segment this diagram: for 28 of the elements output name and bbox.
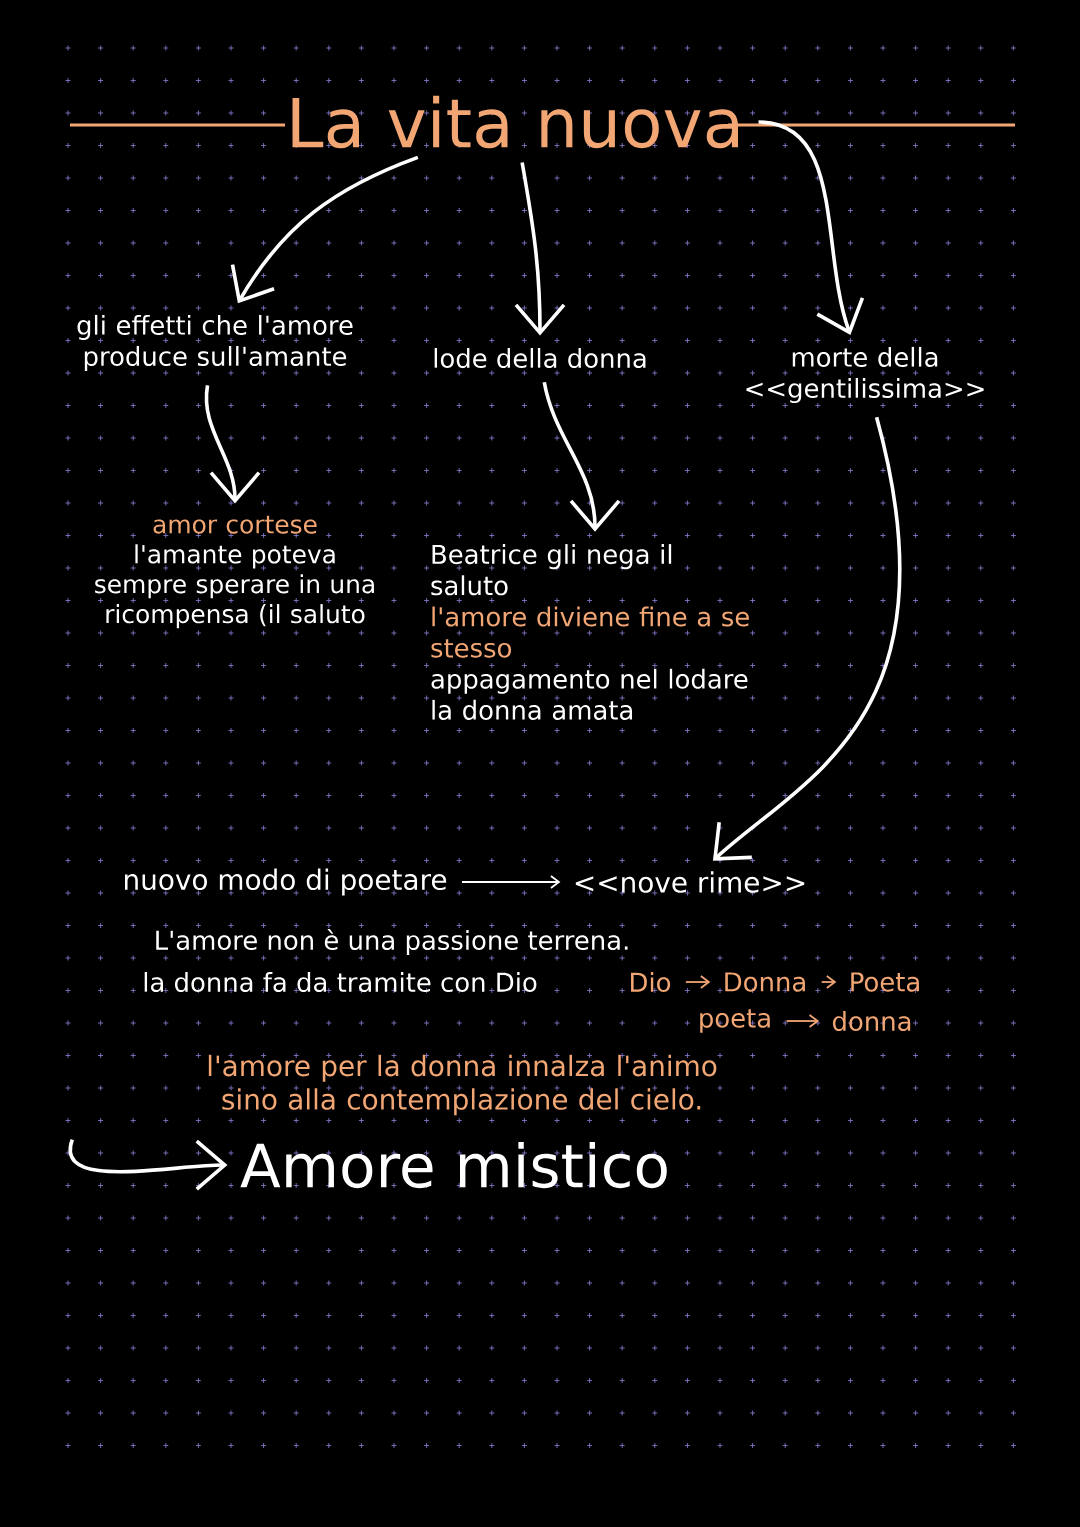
- arrow: [514, 162, 566, 336]
- flow-word: donna: [832, 1011, 911, 1032]
- arrow: [785, 1014, 820, 1028]
- note-text: amor cortese l'amante poteva sempre sperare in una ricompensa (il saluto: [95, 515, 374, 629]
- topic-text: gli effetti che l'amore produce sull'amante: [77, 314, 353, 372]
- arrow: [685, 975, 711, 989]
- arrow: [461, 875, 561, 889]
- note-text: Beatrice gli nega il saluto l'amore diviene fine a se stesso appagamento nel lodare la donna amata: [431, 544, 749, 720]
- heading-text: Amore mistico: [240, 1141, 667, 1189]
- topic-text: lode della donna: [434, 348, 646, 369]
- note-text: la donna fa da tramite con Dio: [144, 972, 537, 993]
- flow-word: Poeta: [851, 972, 919, 992]
- note-text: nuovo modo di poetare: [125, 868, 447, 896]
- note-text: l'amore per la donna innalza l'animo sino alla contemplazione del cielo.: [208, 1054, 717, 1116]
- arrow: [230, 155, 419, 304]
- arrow: [68, 1139, 228, 1191]
- arrow: [204, 385, 261, 504]
- flow-word: Dio: [631, 972, 671, 993]
- note-text: L'amore non è una passione terrena.: [156, 928, 628, 956]
- arrow: [758, 120, 865, 335]
- topic-text: morte della <<gentilissima>>: [746, 346, 984, 404]
- flow-word: poeta: [700, 1009, 770, 1033]
- note-text: <<nove rime>>: [575, 871, 805, 893]
- title: La vita nuova: [292, 95, 739, 149]
- arrow: [820, 975, 837, 989]
- arrow: [712, 416, 902, 861]
- flow-word: Donna: [725, 972, 805, 992]
- arrow: [542, 381, 621, 532]
